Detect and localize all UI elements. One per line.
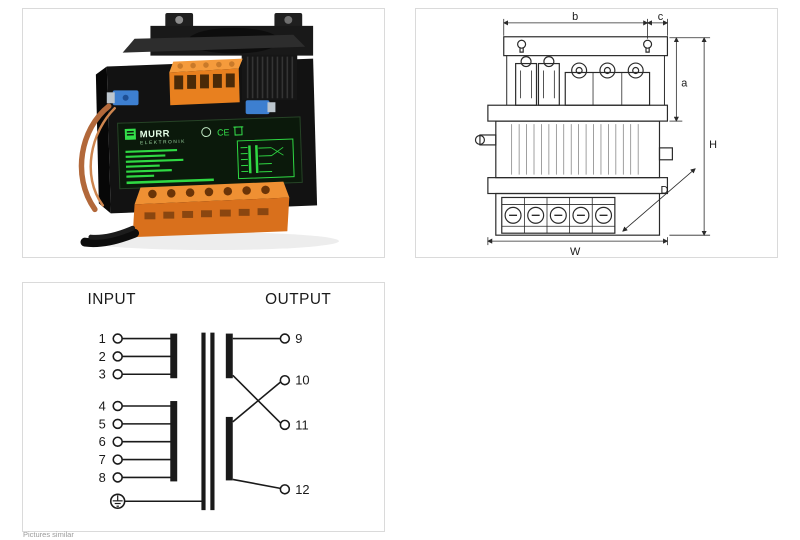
output-terminal-11 <box>279 419 291 431</box>
output-terminal-12 <box>279 484 291 495</box>
ce-mark-text: CE <box>217 127 230 137</box>
windings-and-core <box>170 332 233 511</box>
dimension-drawing-panel: b c a H D W <box>415 8 778 258</box>
power-cable <box>80 225 140 248</box>
terminal-strip <box>501 196 616 234</box>
cross-line-to-11 <box>232 374 282 424</box>
brand-text: MURR <box>140 127 171 139</box>
label-text-lines <box>125 148 214 185</box>
top-clamp-plate <box>487 104 669 122</box>
side-screw <box>479 134 497 146</box>
secondary-winding-upper <box>225 333 233 379</box>
dimension-drawing: b c a H D W <box>474 11 717 257</box>
input-terminal-label-4: 4 <box>99 398 106 413</box>
input-terminal-label-3: 3 <box>99 367 106 382</box>
output-terminal-labels: 9 10 11 12 <box>295 331 309 497</box>
input-heading: INPUT <box>87 291 136 308</box>
top-terminal-block-orange <box>169 58 243 106</box>
input-terminal-6 <box>112 436 123 447</box>
keyhole-left <box>517 39 527 49</box>
side-tab <box>658 147 673 161</box>
output-terminal-circles <box>279 333 291 495</box>
input-terminal-7 <box>112 454 123 465</box>
earth-ground-icon <box>112 495 123 507</box>
fuse-holder-right <box>537 62 560 106</box>
dim-line-D <box>622 168 696 232</box>
input-terminal-5 <box>112 418 123 430</box>
input-terminal-8 <box>112 472 123 483</box>
copper-wire <box>78 103 116 213</box>
input-terminal-label-2: 2 <box>99 349 106 364</box>
bottom-terminal-block-orange <box>132 181 290 238</box>
output-terminal-label-11: 11 <box>295 417 308 432</box>
wiring-diagram-panel: INPUT OUTPUT <box>22 282 385 532</box>
primary-winding-upper <box>170 333 178 379</box>
output-heading: OUTPUT <box>265 291 331 308</box>
body-top-face <box>122 34 306 53</box>
dim-label-W: W <box>570 246 581 257</box>
input-terminal-label-8: 8 <box>99 470 106 485</box>
input-terminal-circles <box>112 333 123 483</box>
output-terminal-10 <box>279 374 291 386</box>
input-lead-lines <box>122 337 205 503</box>
blue-terminal-right <box>245 100 276 115</box>
product-photo-panel: MURR ELEKTRONIK CE <box>22 8 385 258</box>
input-terminal-4 <box>112 400 123 412</box>
wiring-diagram: INPUT OUTPUT <box>87 291 331 511</box>
ground-circle <box>109 493 126 509</box>
dim-label-D: D <box>660 185 668 197</box>
dimension-labels: b c a H D W <box>570 11 717 257</box>
fuse-holder-left <box>515 62 538 106</box>
product-label: MURR ELEKTRONIK CE <box>117 116 303 190</box>
secondary-winding-lower <box>225 416 233 481</box>
blue-terminal-left <box>106 90 139 106</box>
bracket-hole-left <box>175 15 184 24</box>
label-schematic <box>236 138 295 180</box>
output-terminal-label-10: 10 <box>295 373 309 388</box>
bottom-clamp-plate <box>487 177 669 195</box>
keyhole-right <box>643 39 653 49</box>
dim-label-b: b <box>572 11 578 23</box>
input-terminal-3 <box>112 369 123 380</box>
ul-mark-icon <box>201 127 212 138</box>
dimension-lines <box>487 18 711 246</box>
input-terminal-label-5: 5 <box>99 416 106 431</box>
winding-lines <box>511 124 639 175</box>
input-terminal-label-6: 6 <box>99 434 106 449</box>
shadow <box>84 232 339 251</box>
input-terminal-label-7: 7 <box>99 452 106 467</box>
heatsink-fins <box>241 54 298 101</box>
primary-winding-lower <box>170 401 178 482</box>
dim-label-c: c <box>658 11 664 23</box>
brand-suffix-text: ELEKTRONIK <box>140 139 186 147</box>
cross-line-to-10 <box>232 381 282 423</box>
input-terminal-1 <box>112 333 123 344</box>
ground-terminal <box>109 493 126 509</box>
core-section <box>495 120 661 179</box>
bracket-hole-right <box>284 15 293 24</box>
output-terminal-label-12: 12 <box>295 482 309 497</box>
input-terminal-2 <box>112 351 123 362</box>
output-lead-lines <box>232 337 282 490</box>
output-terminal-9 <box>279 333 291 344</box>
input-terminal-labels: 1 2 3 4 5 6 7 8 <box>99 331 106 485</box>
input-terminal-label-1: 1 <box>99 331 106 346</box>
transformer-outline <box>474 36 673 236</box>
output-terminal-label-9: 9 <box>295 331 302 346</box>
dim-label-H: H <box>709 139 717 151</box>
product-photo: MURR ELEKTRONIK CE <box>78 12 339 251</box>
dim-label-a: a <box>681 77 688 89</box>
page-caption: Pictures similar <box>23 530 74 539</box>
bracket-plate <box>503 36 669 57</box>
